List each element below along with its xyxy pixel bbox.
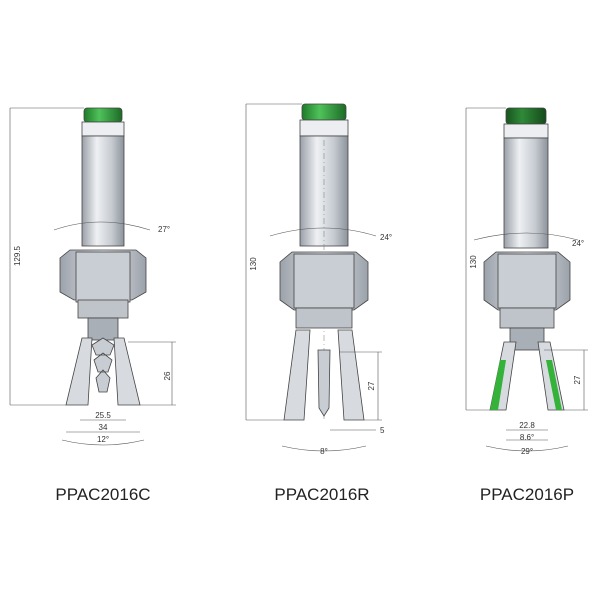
dim-angle-bottom: 12°	[97, 435, 109, 444]
dim-angle-top: 27°	[158, 225, 170, 234]
dim-angle-bottom: 29°	[521, 447, 533, 456]
gripper-ppac2016r: 130 24° 27 5 8° PPAC2016R	[245, 103, 392, 504]
dim-width-inner: 22.8	[519, 421, 535, 430]
dim-angle-top: 24°	[380, 233, 392, 242]
model-label: PPAC2016R	[274, 485, 369, 504]
dim-width-outer: 8.6°	[520, 433, 534, 442]
dim-height: 130	[249, 257, 258, 271]
dim-angle-top: 24°	[572, 239, 584, 248]
dim-angle-bottom: 8°	[320, 447, 328, 456]
dim-tooth-length: 27	[573, 375, 582, 384]
green-cap-icon	[301, 103, 347, 121]
dim-tooth-length: 26	[163, 371, 172, 380]
model-label: PPAC2016C	[55, 485, 150, 504]
gripper-ppac2016p: 130 24° 27 22.8 8.6° 29° PPAC2016P	[465, 107, 588, 504]
green-cap-icon	[505, 107, 547, 125]
gripper-ppac2016c: 129.5 27° 26 25.5 34 12° PPAC2016C	[9, 107, 176, 504]
dim-width-outer: 34	[99, 423, 108, 432]
green-cap-icon	[83, 107, 123, 123]
dim-tip-width: 5	[380, 426, 385, 435]
dim-tooth-length: 27	[367, 381, 376, 390]
dim-height: 129.5	[13, 245, 22, 266]
dim-height: 130	[469, 255, 478, 269]
dim-width-inner: 25.5	[95, 411, 111, 420]
model-label: PPAC2016P	[480, 485, 574, 504]
